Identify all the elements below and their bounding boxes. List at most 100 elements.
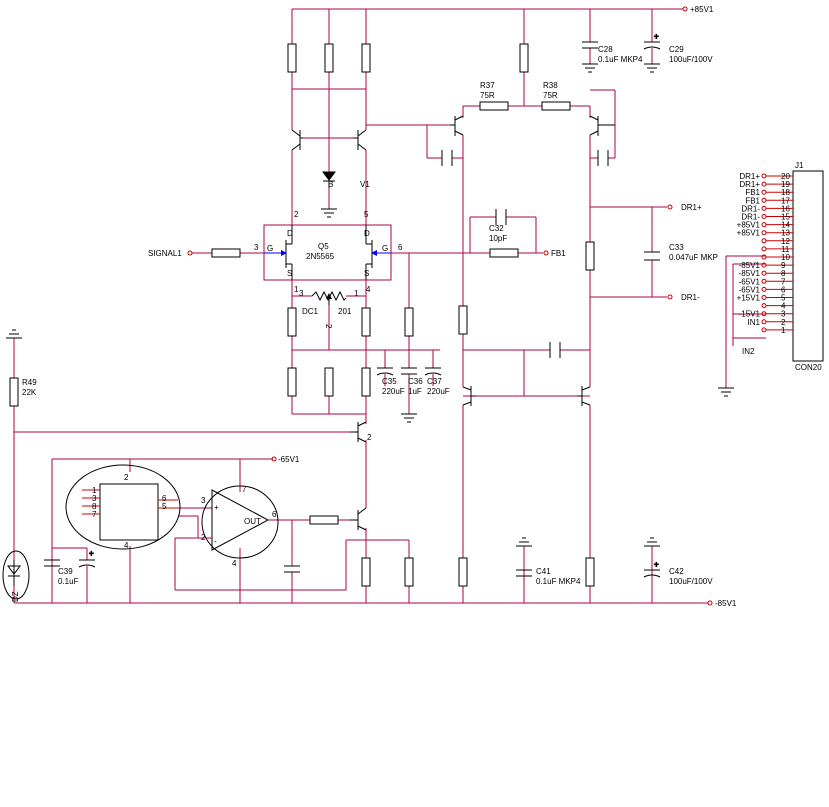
connector-pin-number: 12	[781, 237, 790, 246]
zener-dz	[2, 550, 30, 600]
cap-c32	[495, 209, 507, 225]
c29-ref: C29	[669, 45, 684, 54]
c37-ref: C37	[427, 377, 442, 386]
rail-neg-label: -85V1	[715, 599, 737, 608]
connector-pin-label: -85V1	[739, 269, 761, 278]
jfet-g1: G	[267, 244, 273, 253]
cap-c42: +	[643, 560, 661, 578]
connector-pin-marker	[761, 295, 767, 300]
connector-pin-number: 17	[781, 196, 790, 205]
v1-label: V1	[360, 180, 370, 189]
ic-pin4: 4	[124, 541, 129, 550]
opamp-pin7: 7	[242, 485, 247, 494]
fb-label: FB1	[551, 249, 566, 258]
jfet-g2: G	[382, 244, 388, 253]
ic-highlight-circle	[65, 464, 181, 550]
ground-symbol	[321, 208, 337, 218]
port-marker	[543, 250, 549, 256]
dz-label: DZ	[11, 591, 20, 602]
connector-pin-number: 1	[781, 326, 786, 335]
connector-pin-label: IN1	[748, 318, 761, 327]
port-marker	[187, 250, 193, 256]
opamp-plus: +	[214, 503, 219, 512]
connector-pin-marker	[761, 246, 767, 252]
connector-pin-marker	[761, 205, 767, 211]
ground-symbol	[644, 537, 660, 547]
svg-text:+: +	[89, 549, 94, 558]
connector-pin-marker	[761, 262, 767, 268]
dr-neg-label: DR1-	[681, 293, 700, 302]
dc1-pin2: 2	[324, 324, 333, 329]
connector-pin-marker	[761, 254, 767, 260]
connector-pin-number: 13	[781, 229, 790, 238]
cap-c35	[376, 367, 394, 376]
connector-pin-marker	[761, 270, 767, 276]
c32-ref: C32	[489, 224, 504, 233]
dr-pos-label: DR1+	[681, 203, 702, 212]
connector-pin-number: 11	[781, 245, 790, 254]
c41-ref: C41	[536, 567, 551, 576]
connector-pin-number: 16	[781, 204, 790, 213]
c42-ref: C42	[669, 567, 684, 576]
cap	[284, 565, 300, 573]
opamp-out-label: OUT	[244, 517, 261, 526]
c28-value: 0.1uF MKP4	[598, 55, 643, 64]
connector-pin-number: 2	[781, 318, 786, 327]
r38-value: 75R	[543, 91, 558, 100]
jfet-pin5: 5	[364, 210, 369, 219]
connector-pin-marker	[761, 181, 767, 187]
resistor-r49	[9, 377, 19, 407]
b-label: B	[328, 180, 333, 189]
jfet-right	[365, 225, 391, 280]
transistor	[291, 129, 303, 151]
connector-pin-number: 9	[781, 261, 786, 270]
c36-ref: C36	[408, 377, 423, 386]
connector-pin-number: 19	[781, 180, 790, 189]
cap-c33	[644, 251, 660, 261]
transistor	[353, 129, 367, 151]
transistor	[450, 115, 464, 136]
connector-pin-marker	[761, 230, 767, 236]
resistor	[361, 307, 371, 337]
connector-pin-marker	[761, 286, 767, 292]
connector-pin-marker	[761, 173, 767, 179]
wires	[13, 8, 766, 604]
connector-pin-label: -65V1	[739, 277, 761, 286]
resistor	[211, 248, 241, 258]
ground-symbol	[718, 387, 734, 397]
resistor-r38	[541, 101, 571, 111]
cap-c39: +	[44, 549, 96, 568]
opamp-minus: -	[214, 537, 217, 546]
connector-pin-label: FB1	[745, 188, 760, 197]
port-marker	[271, 456, 277, 462]
connector-pins: 20DR1+19DR1+18FB117FB116DR1-15DR1-14+85V…	[737, 172, 793, 335]
trimmer-dc1	[311, 290, 347, 305]
c33-value: 0.047uF MKP	[669, 253, 718, 262]
components: + +	[2, 32, 824, 600]
connector-pin-number: 10	[781, 253, 790, 262]
jfet-left	[264, 225, 293, 280]
c36-value: 1uF	[408, 387, 422, 396]
dc1-value: 201	[338, 307, 352, 316]
connector-pin-number: 20	[781, 172, 790, 181]
labels: +85V1 -85V1 -65V1 SIGNAL1 FB1 DR1+ DR1- …	[11, 5, 822, 608]
connector-pin-number: 3	[781, 310, 786, 319]
resistor	[287, 367, 297, 397]
ic-pin6: 6	[162, 494, 167, 503]
resistor	[585, 241, 595, 271]
r38-ref: R38	[543, 81, 558, 90]
jfet-pin4: 4	[366, 285, 371, 294]
tr-pin2: 2	[367, 433, 372, 442]
r49-ref: R49	[22, 378, 37, 387]
connector-pin-number: 7	[781, 277, 786, 286]
connector-ref: J1	[795, 161, 804, 170]
resistor	[309, 515, 339, 525]
ic-pin8: 8	[92, 502, 97, 511]
resistor	[287, 43, 297, 73]
transistor	[350, 421, 367, 443]
c28-ref: C28	[598, 45, 613, 54]
ground-symbol	[401, 413, 417, 423]
opamp-triangle	[211, 489, 270, 551]
c39-value: 0.1uF	[58, 577, 79, 586]
